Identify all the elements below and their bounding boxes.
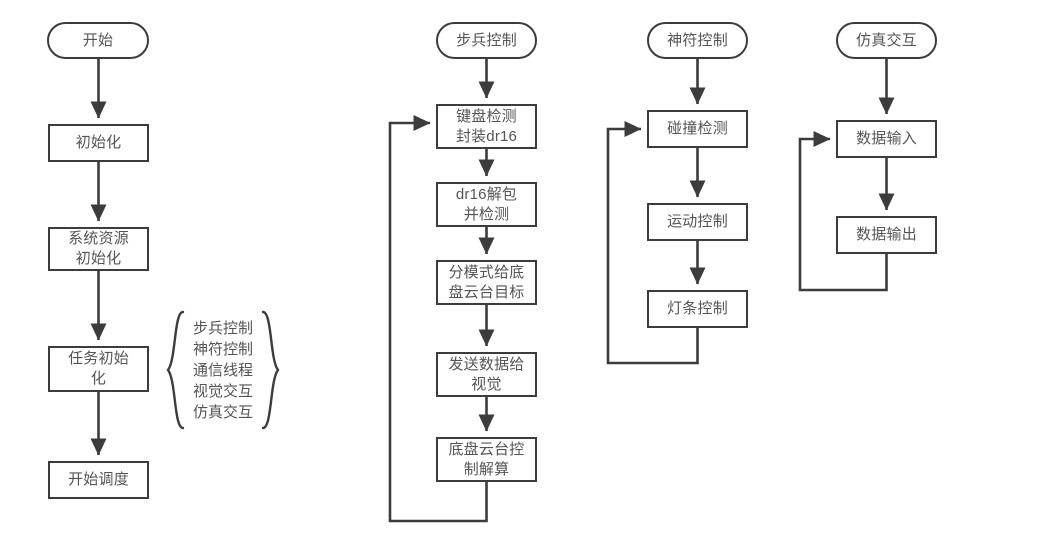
node-mode-chassis-gimbal-target[interactable]: 分模式给底 盘云台目标: [436, 260, 537, 305]
node-task-init[interactable]: 任务初始 化: [48, 346, 149, 392]
node-collision-detect[interactable]: 碰撞检测: [647, 110, 748, 148]
node-motion-control[interactable]: 运动控制: [647, 203, 748, 241]
node-data-output[interactable]: 数据输出: [836, 216, 937, 254]
node-data-input[interactable]: 数据输入: [836, 120, 937, 158]
node-dr16-unpack-detect[interactable]: dr16解包 并检测: [436, 182, 537, 227]
node-start[interactable]: 开始: [47, 22, 149, 59]
node-light-bar-control[interactable]: 灯条控制: [647, 290, 748, 328]
node-keyboard-detect-pack-dr16[interactable]: 键盘检测 封装dr16: [436, 104, 537, 149]
edge-feedback-simulation-loop: [798, 130, 888, 292]
task-list-text: 步兵控制 神符控制 通信线程 视觉交互 仿真交互: [192, 319, 253, 421]
node-simulation-interaction[interactable]: 仿真交互: [836, 22, 937, 59]
brace-left: [166, 310, 185, 430]
node-init[interactable]: 初始化: [48, 124, 149, 162]
node-chassis-gimbal-control-solve[interactable]: 底盘云台控 制解算: [436, 437, 537, 482]
task-list-brace: 步兵控制 神符控制 通信线程 视觉交互 仿真交互: [165, 310, 281, 430]
node-send-data-to-vision[interactable]: 发送数据给 视觉: [436, 352, 537, 397]
node-system-resource-init[interactable]: 系统资源 初始化: [48, 227, 149, 271]
node-start-scheduler[interactable]: 开始调度: [48, 461, 149, 499]
node-infantry-control[interactable]: 步兵控制: [436, 22, 537, 59]
node-rune-control[interactable]: 神符控制: [647, 22, 748, 59]
brace-right: [261, 310, 280, 430]
